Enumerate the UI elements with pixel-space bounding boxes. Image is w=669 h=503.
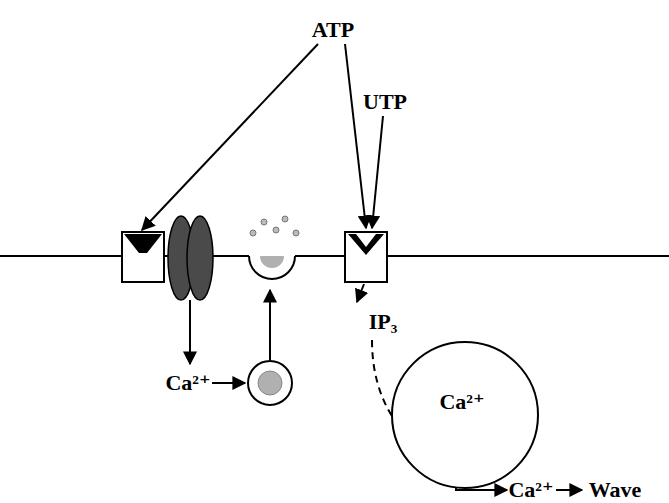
receptor-box <box>345 232 387 282</box>
wave-arrow <box>556 489 582 491</box>
receptor-box <box>122 232 164 282</box>
trigger-arrow <box>212 382 245 384</box>
channel-subunit <box>187 216 213 300</box>
ion-label: Ca²⁺ <box>439 390 484 414</box>
molecule-label: Wave <box>589 478 642 502</box>
molecule-label: UTP <box>363 90 407 114</box>
er-membrane <box>392 342 538 488</box>
ligand-site <box>124 234 162 253</box>
plasma-membrane <box>0 255 669 257</box>
ligand-site <box>348 234 384 255</box>
molecule-label: Ca²⁺ <box>508 478 553 502</box>
binding-arrow <box>345 44 366 228</box>
molecule-label: IP₃ <box>369 310 398 334</box>
vesicle-core <box>258 371 282 395</box>
ligand-notch <box>356 234 376 247</box>
exocytosis-arrow <box>269 290 271 360</box>
binding-arrow <box>142 44 318 230</box>
signal-arrow <box>357 284 364 302</box>
vesicle <box>248 361 292 405</box>
er-outline <box>390 340 540 490</box>
released-atp <box>250 216 299 236</box>
flux-arrow <box>189 300 191 364</box>
molecule-label: ATP <box>312 18 354 42</box>
fusion-pore <box>249 256 295 279</box>
vesicle-core <box>260 256 284 268</box>
er-store: Ca²⁺ <box>390 340 540 490</box>
binding-arrow <box>372 116 383 228</box>
molecule-label: Ca²⁺ <box>165 371 210 395</box>
